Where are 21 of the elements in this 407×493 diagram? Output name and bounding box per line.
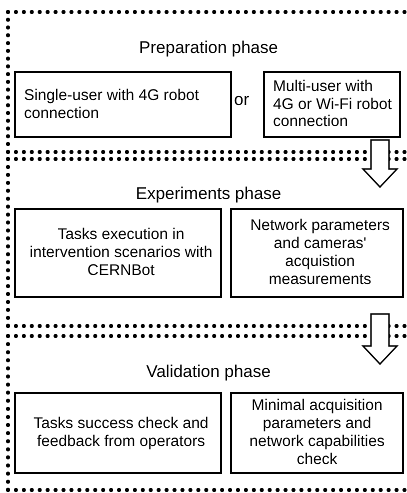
phase-heading: Preparation phase bbox=[138, 38, 279, 58]
step-text: Single-user with 4G robot connection bbox=[23, 86, 200, 122]
step-box bbox=[14, 208, 222, 298]
step-box bbox=[14, 392, 222, 474]
phase-panel bbox=[6, 334, 407, 492]
step-text: Network parameters and cameras' acquistion measurements bbox=[249, 217, 391, 289]
step-box bbox=[230, 392, 404, 474]
step-text: Tasks execution in intervention scenarios with CERNBot bbox=[28, 226, 214, 280]
step-box bbox=[14, 71, 232, 138]
step-text: Tasks success check and feedback from operators bbox=[32, 415, 210, 451]
phase-panel bbox=[6, 10, 407, 154]
phase-panel bbox=[6, 157, 407, 328]
step-text: Minimal acquisition parameters and network capabilities check bbox=[248, 397, 386, 469]
phase-heading: Validation phase bbox=[145, 362, 272, 382]
connector-word: or bbox=[234, 90, 250, 110]
block-arrow bbox=[361, 139, 399, 188]
block-arrow bbox=[361, 313, 399, 366]
step-box bbox=[263, 71, 401, 138]
step-box bbox=[230, 208, 404, 298]
step-text: Multi-user with 4G or Wi-Fi robot connection bbox=[272, 78, 393, 132]
phase-heading: Experiments phase bbox=[134, 184, 282, 204]
